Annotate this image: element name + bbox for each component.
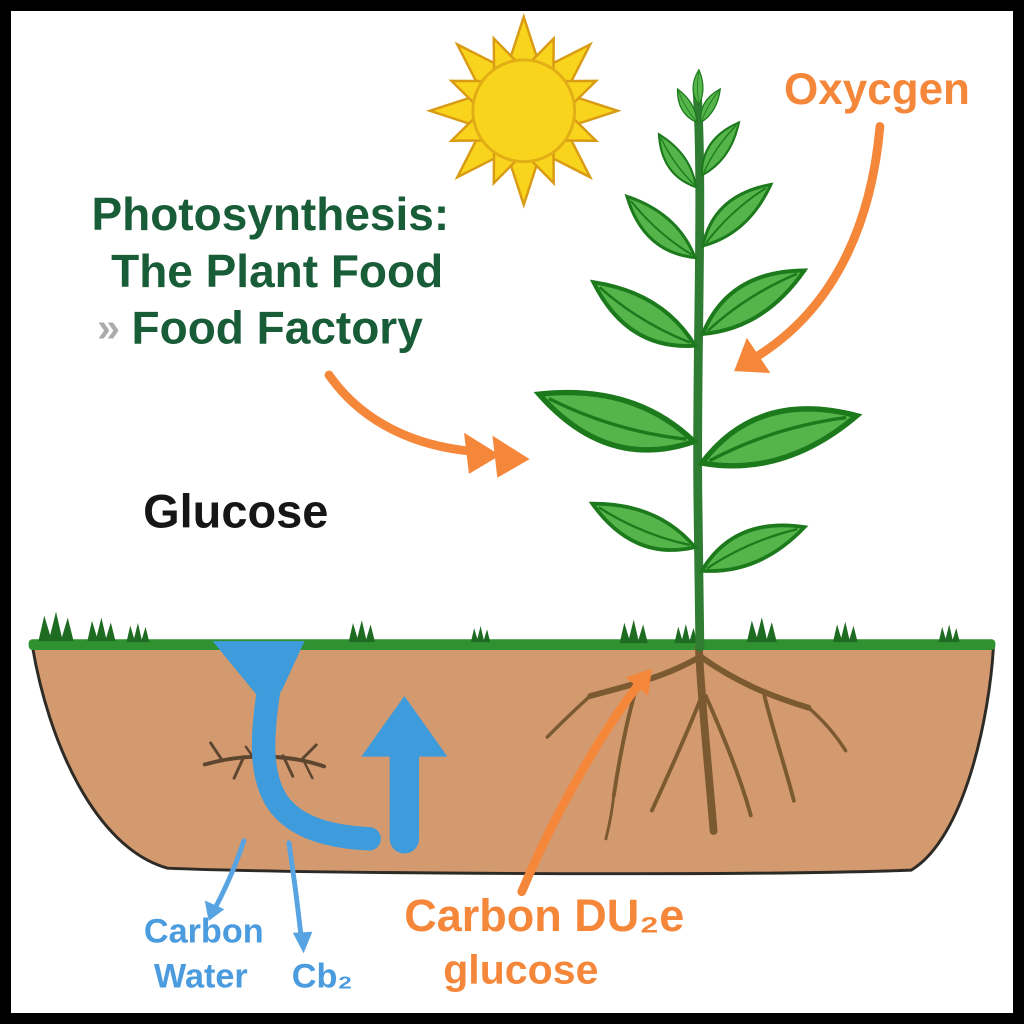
plant-stem	[692, 84, 705, 652]
title-line-3: Food Factory	[132, 302, 424, 354]
oxygen-arrow	[734, 122, 885, 374]
title-arrow	[324, 370, 530, 478]
carbon-dioxide-label: Carbon DU₂e	[404, 890, 684, 941]
water-flow	[212, 641, 448, 854]
photosynthesis-diagram: Photosynthesis: The Plant Food » Food Fa…	[28, 15, 996, 996]
water-up-arrow	[361, 695, 448, 854]
glucose-label: Glucose	[143, 485, 328, 538]
water-label: Water	[154, 958, 248, 996]
oxygen-label: Oxycgen	[784, 65, 970, 114]
water-label-arrow	[204, 838, 247, 922]
title-line-2: The Plant Food	[111, 245, 443, 297]
grass	[28, 611, 996, 650]
co2-label: Cb₂	[292, 958, 353, 996]
plant	[531, 69, 862, 652]
chevron-decoration-icon: »	[97, 305, 120, 351]
sun-icon	[428, 15, 619, 206]
co2-label-arrow	[286, 840, 313, 954]
title-line-1: Photosynthesis:	[91, 188, 449, 240]
soil	[30, 645, 995, 876]
co2-line	[517, 668, 652, 897]
sun-core	[471, 58, 577, 164]
glucose-product-label: glucose	[443, 947, 598, 993]
carbon-label: Carbon	[144, 913, 264, 951]
